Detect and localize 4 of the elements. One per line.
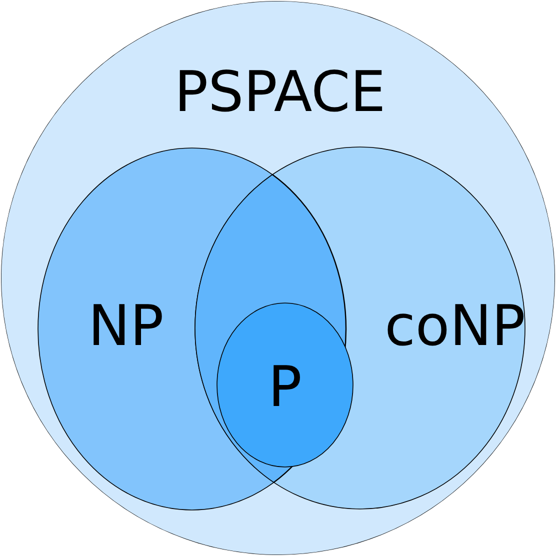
class-label: coNP bbox=[384, 299, 526, 355]
class-label: NP bbox=[88, 299, 164, 355]
class-label: P bbox=[268, 360, 302, 416]
class-label: PSPACE bbox=[174, 65, 386, 121]
